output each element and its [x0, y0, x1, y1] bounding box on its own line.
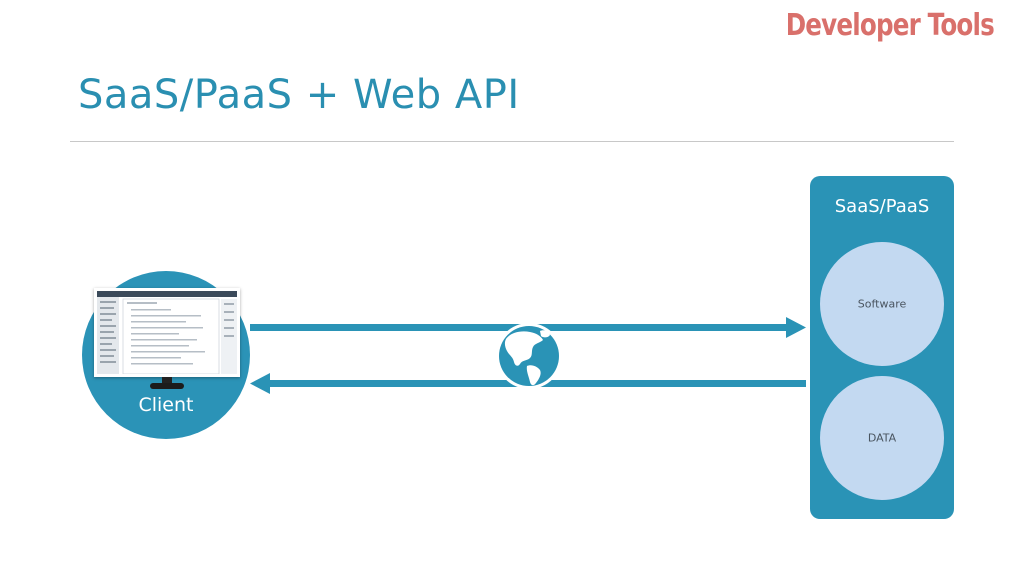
- globe-icon: [496, 323, 562, 389]
- client-label: Client: [138, 394, 194, 416]
- brand-logo-text: Developer Tools: [785, 8, 995, 43]
- page-title: SaaS/PaaS + Web API: [78, 72, 520, 118]
- monitor-screen: [97, 291, 237, 374]
- monitor-stand: [162, 377, 172, 384]
- software-node-label: Software: [857, 297, 907, 311]
- title-divider: [70, 141, 954, 142]
- data-node: DATA: [820, 376, 944, 500]
- monitor-base: [150, 383, 184, 389]
- software-node: Software: [820, 242, 944, 366]
- monitor-icon: [94, 288, 240, 377]
- data-node-label: DATA: [867, 431, 897, 445]
- saas-paas-title: SaaS/PaaS: [834, 196, 930, 217]
